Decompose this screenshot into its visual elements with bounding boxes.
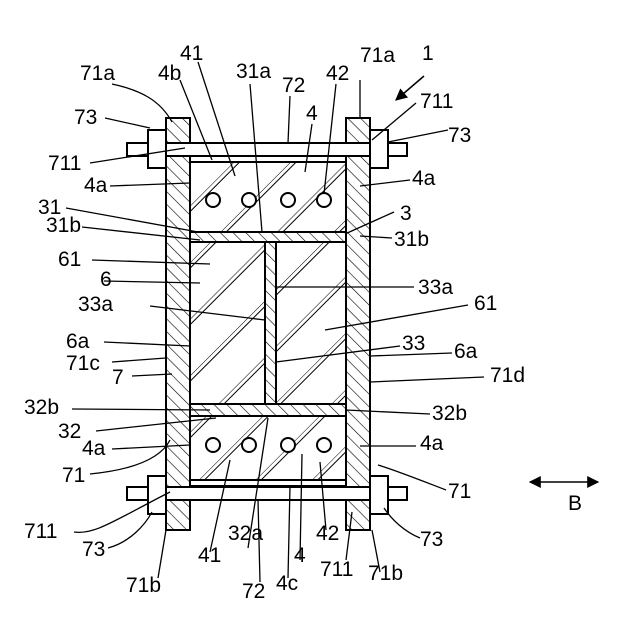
label-32b-left: 32b	[24, 396, 59, 419]
label-42-bottom: 42	[316, 522, 339, 545]
label-71c: 71c	[66, 352, 100, 375]
label-711-left: 711	[48, 152, 81, 175]
label-73-top-right: 73	[448, 124, 471, 147]
label-72-top: 72	[282, 74, 305, 97]
rebar	[317, 438, 331, 452]
rebar	[317, 193, 331, 207]
label-6a-right: 6a	[454, 340, 478, 363]
label-711-bottom-right: 711	[320, 558, 353, 581]
steel-top-flange	[190, 232, 346, 242]
label-73-top-left: 73	[74, 106, 97, 129]
label-32b-right: 32b	[432, 402, 467, 425]
top-tie-bolt	[127, 143, 407, 156]
label-42-top: 42	[326, 62, 349, 85]
rebar	[242, 193, 256, 207]
label-32a: 32a	[228, 522, 263, 545]
bottom-tie-bolt	[127, 487, 407, 500]
label-71a-left: 71a	[80, 62, 115, 85]
nut-top-left	[148, 130, 166, 168]
label-41-top: 41	[180, 42, 203, 65]
rebar	[281, 438, 295, 452]
label-32: 32	[58, 420, 81, 443]
label-4b: 4b	[158, 62, 181, 85]
label-73-bottom-left: 73	[82, 538, 105, 561]
label-4a-left-lower: 4a	[82, 437, 106, 460]
label-4a-right-upper: 4a	[412, 167, 436, 190]
label-4-bottom: 4	[294, 544, 306, 567]
label-71d: 71d	[490, 364, 525, 387]
label-31b-right: 31b	[394, 228, 429, 251]
label-73-bottom-right: 73	[420, 528, 443, 551]
label-72-bottom: 72	[242, 580, 265, 603]
label-33a-right: 33a	[418, 276, 453, 299]
label-31b-left: 31b	[46, 214, 81, 237]
label-3: 3	[400, 202, 412, 225]
label-4c: 4c	[276, 572, 298, 595]
steel-bottom-flange	[190, 404, 346, 416]
label-71a-right: 71a	[360, 44, 395, 67]
label-6: 6	[100, 268, 112, 291]
label-33a-left: 33a	[78, 293, 113, 316]
label-1: 1	[422, 42, 434, 65]
label-6a-left: 6a	[66, 330, 90, 353]
label-41-bottom: 41	[198, 544, 221, 567]
label-4a-right-lower: 4a	[420, 432, 444, 455]
label-61-right: 61	[474, 292, 497, 315]
label-711-top-right: 711	[420, 90, 453, 113]
label-71b-right: 71b	[368, 562, 403, 585]
label-71-right: 71	[448, 480, 471, 503]
right-concrete-fill	[276, 242, 346, 404]
label-direction-b: B	[568, 492, 582, 515]
rebar	[206, 438, 220, 452]
rebar	[281, 193, 295, 207]
left-side-plate	[166, 118, 190, 530]
label-71b-left: 71b	[126, 574, 161, 597]
steel-web	[265, 242, 276, 404]
label-31a: 31a	[236, 60, 271, 83]
label-4-top: 4	[306, 102, 318, 125]
label-4a-left-upper: 4a	[84, 174, 108, 197]
nut-top-right	[370, 130, 388, 168]
label-7: 7	[112, 366, 124, 389]
left-concrete-fill	[190, 242, 265, 404]
rebar	[206, 193, 220, 207]
label-71-left: 71	[62, 464, 85, 487]
label-711-bottom-left: 711	[24, 520, 57, 543]
label-33: 33	[402, 332, 425, 355]
nut-bottom-right	[370, 476, 388, 514]
rebar	[242, 438, 256, 452]
label-61-left: 61	[58, 248, 81, 271]
